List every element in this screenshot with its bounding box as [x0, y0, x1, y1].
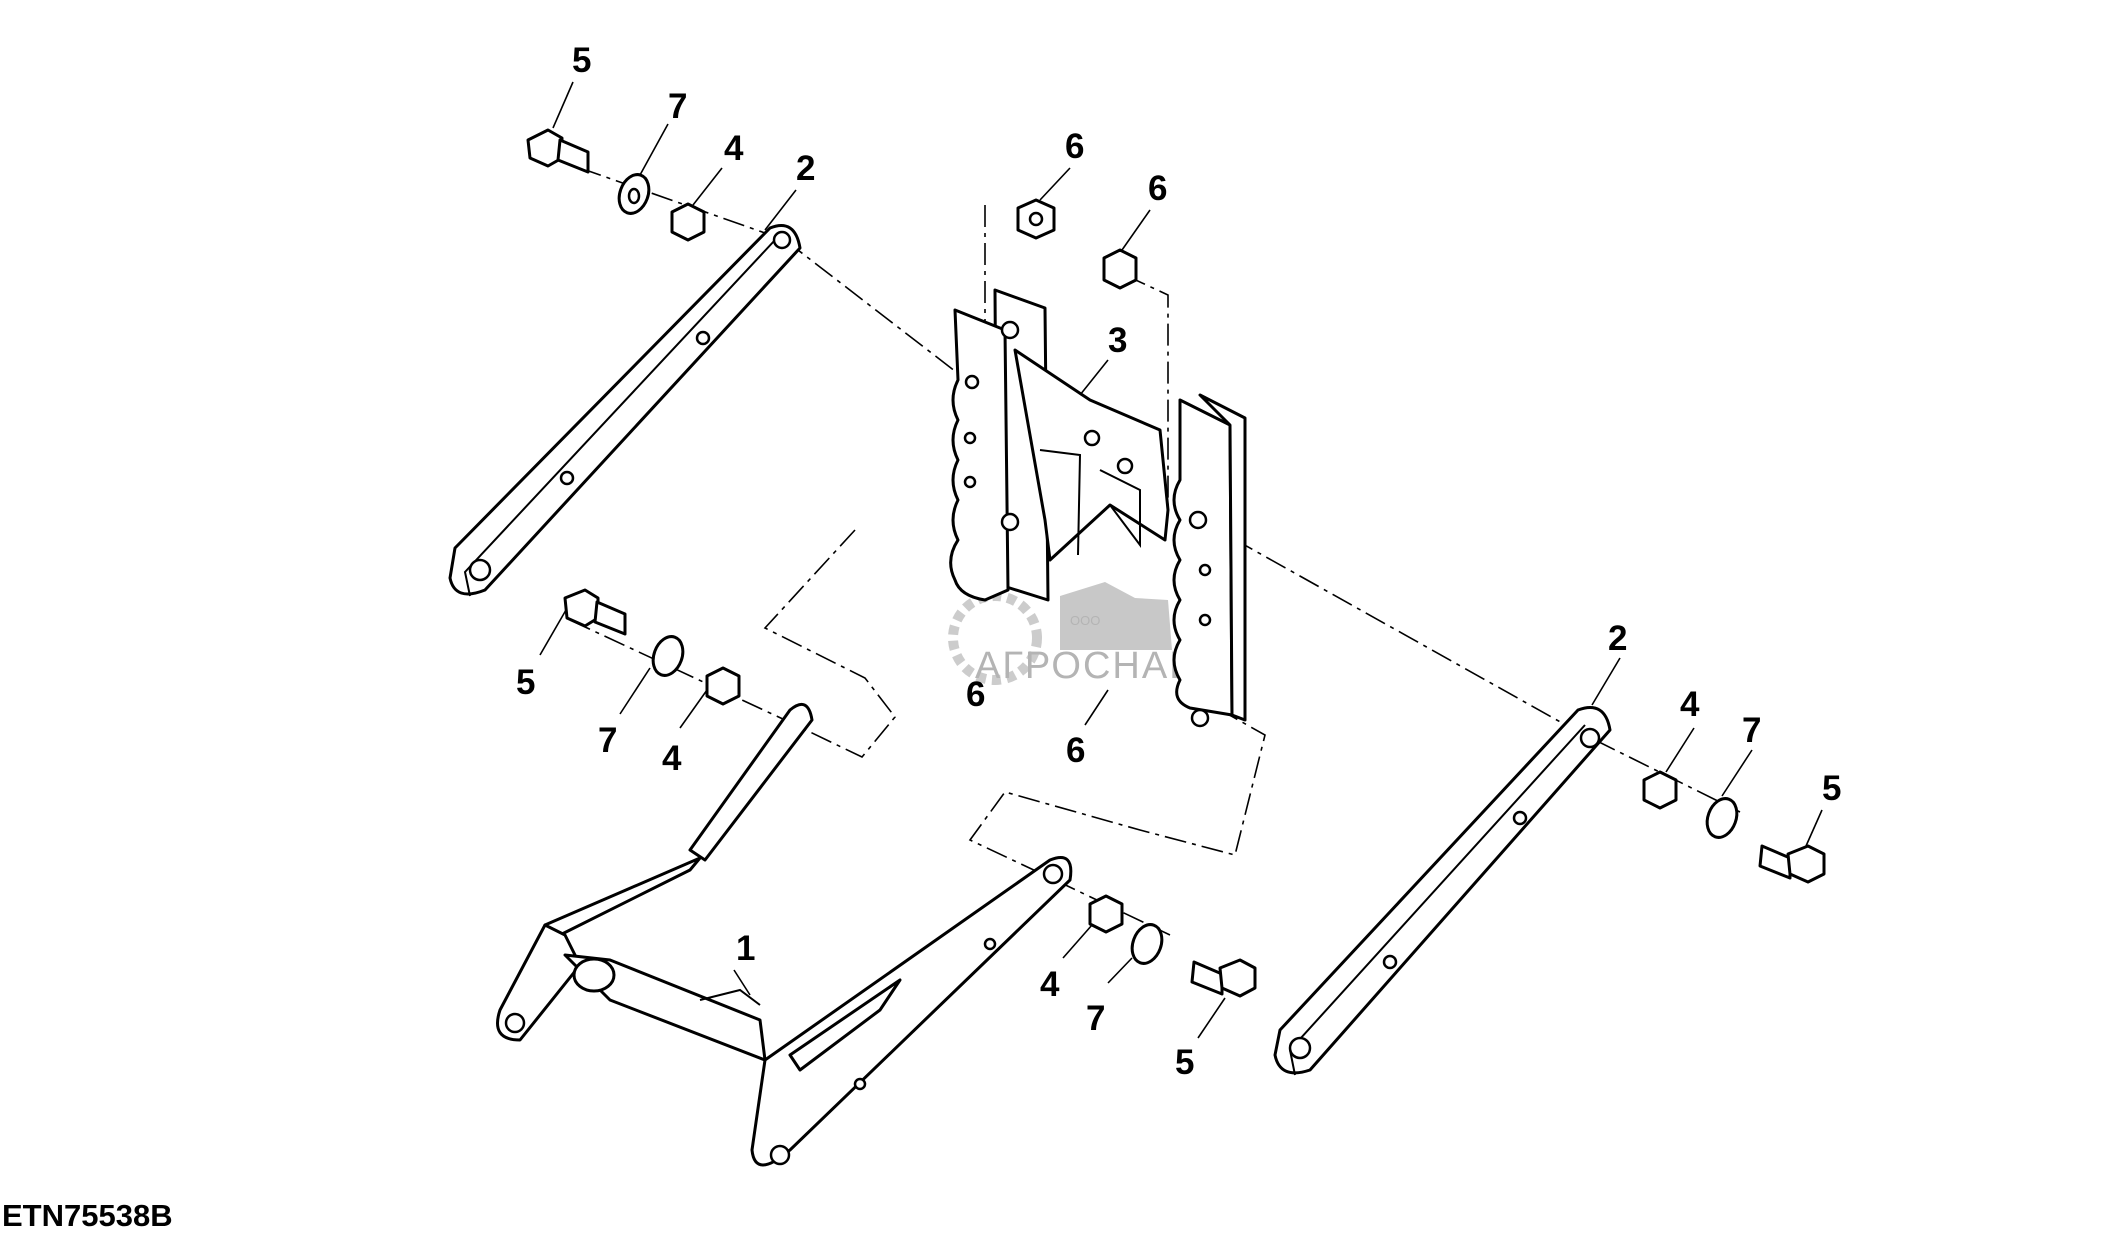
callout-6-lower-a: 6 [966, 675, 985, 714]
callout-6-nut-b: 6 [1148, 169, 1167, 208]
watermark-small-text: ООО [1070, 613, 1100, 628]
callout-4-mid-left: 4 [662, 739, 682, 778]
callout-5-mid-left: 5 [516, 663, 535, 702]
callout-5-bottom: 5 [1175, 1043, 1194, 1082]
callout-7-bottom: 7 [1086, 999, 1105, 1038]
leader-lines [539, 81, 1823, 1039]
mid-left-hardware [563, 588, 741, 706]
top-nuts [1016, 198, 1138, 290]
bottom-hardware [1088, 894, 1257, 998]
callout-2-right-arm: 2 [1608, 619, 1627, 658]
callout-7-right: 7 [1742, 711, 1761, 750]
right-lift-arm [1273, 706, 1612, 1076]
callout-labels: 5 7 4 2 6 6 3 5 7 4 6 6 1 4 7 5 2 4 7 5 [516, 41, 1841, 1082]
right-hardware [1642, 770, 1826, 884]
callout-6-lower-b: 6 [1066, 731, 1085, 770]
bolt-top-left [526, 128, 590, 174]
lower-frame [496, 702, 1073, 1167]
callout-4-top-left: 4 [724, 129, 744, 168]
callout-4-right: 4 [1680, 685, 1700, 724]
top-left-hardware [526, 128, 706, 242]
callout-3-plate: 3 [1108, 321, 1127, 360]
callout-5-top-left: 5 [572, 41, 591, 80]
callout-7-top-left: 7 [668, 87, 687, 126]
center-mount-plate [949, 288, 1247, 728]
callout-4-bottom: 4 [1040, 965, 1060, 1004]
watermark-brand-text: АГРОСНАБ [975, 645, 1196, 687]
callout-6-nut-a: 6 [1065, 127, 1084, 166]
left-lift-arm [448, 224, 802, 597]
callout-2-left-arm: 2 [796, 149, 815, 188]
callout-5-right: 5 [1822, 769, 1841, 808]
callout-7-mid-left: 7 [598, 721, 617, 760]
drawing-code: ETN75538B [2, 1198, 173, 1233]
callout-1-frame: 1 [736, 929, 755, 968]
